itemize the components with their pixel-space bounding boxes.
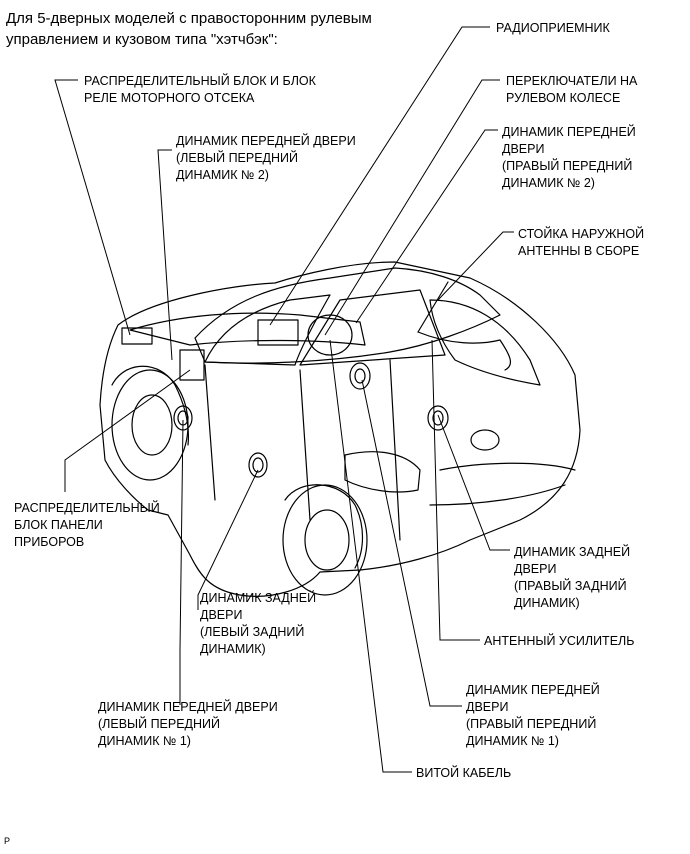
label-front-door-speaker-l1: ДИНАМИК ПЕРЕДНЕЙ ДВЕРИ (ЛЕВЫЙ ПЕРЕДНИЙ Д… — [98, 700, 278, 748]
leader-radio — [269, 26, 490, 326]
leader-antenna-pole — [437, 231, 514, 301]
car-emblem — [470, 429, 500, 451]
rear-left-speaker — [248, 452, 268, 478]
car-rear-window — [429, 299, 541, 386]
car-body-outline — [99, 261, 581, 597]
engine-relay-block — [121, 327, 153, 345]
label-engine-relay-block: РАСПРЕДЕЛИТЕЛЬНЫЙ БЛОК И БЛОК РЕЛЕ МОТОР… — [84, 74, 316, 105]
leader-front-right-speaker-1 — [361, 379, 462, 707]
leader-rear-right-speaker — [437, 414, 510, 551]
label-steering-switches: ПЕРЕКЛЮЧАТЕЛИ НА РУЛЕВОМ КОЛЕСЕ — [506, 74, 638, 105]
front-wheel-arch — [111, 365, 190, 446]
rear-wheel-arch — [284, 484, 364, 569]
leader-front-left-speaker-2 — [157, 149, 173, 361]
leader-antenna-amplifier — [431, 339, 480, 641]
label-instrument-panel-block: РАСПРЕДЕЛИТЕЛЬНЫЙ БЛОК ПАНЕЛИ ПРИБОРОВ — [14, 501, 160, 549]
leader-rear-left-speaker — [197, 469, 259, 610]
leader-steering-switches — [324, 79, 500, 336]
rear-right-speaker — [427, 405, 449, 431]
label-front-door-speaker-r2: ДИНАМИК ПЕРЕДНЕЙ ДВЕРИ (ПРАВЫЙ ПЕРЕДНИЙ … — [502, 125, 636, 190]
car-doors — [204, 359, 401, 541]
leader-lines — [54, 26, 514, 773]
instrument-panel-block — [179, 349, 205, 381]
label-rear-door-speaker-r: ДИНАМИК ЗАДНЕЙ ДВЕРИ (ПРАВЫЙ ЗАДНИЙ ДИНА… — [514, 545, 631, 610]
car-windshield — [204, 294, 331, 366]
car-dashboard — [129, 312, 366, 346]
label-front-door-speaker-l2: ДИНАМИК ПЕРЕДНЕЙ ДВЕРИ (ЛЕВЫЙ ПЕРЕДНИЙ Д… — [176, 134, 356, 182]
label-radio: РАДИОПРИЕМНИК — [496, 21, 610, 35]
front-right-speaker-1 — [349, 362, 371, 390]
car-roof — [194, 267, 501, 364]
leader-front-left-speaker-1 — [179, 419, 184, 705]
car-side-windows — [299, 289, 446, 366]
label-spiral-cable: ВИТОЙ КАБЕЛЬ — [416, 766, 512, 780]
rear-right-speaker-inner — [432, 410, 444, 426]
antenna-pole — [417, 281, 449, 333]
label-antenna-amplifier: АНТЕННЫЙ УСИЛИТЕЛЬ — [484, 634, 635, 648]
leader-front-right-speaker-2 — [355, 129, 498, 324]
steering-wheel — [307, 314, 353, 356]
leader-instrument-panel-block — [64, 369, 191, 492]
label-rear-door-speaker-l: ДИНАМИК ЗАДНЕЙ ДВЕРИ (ЛЕВЫЙ ЗАДНИЙ ДИНАМ… — [200, 591, 317, 656]
front-wheel-hub — [131, 394, 173, 456]
car-rear-bumper — [429, 462, 576, 506]
antenna-cable — [417, 331, 512, 371]
rear-wheel — [282, 484, 368, 596]
label-front-door-speaker-r1: ДИНАМИК ПЕРЕДНЕЙ ДВЕРИ (ПРАВЫЙ ПЕРЕДНИЙ … — [466, 683, 600, 748]
figure-code: P — [4, 836, 11, 846]
front-wheel — [111, 369, 189, 481]
leader-spiral-cable — [329, 339, 412, 773]
radio-unit — [257, 319, 299, 346]
rear-wheel-hub — [304, 509, 350, 571]
diagram-header: Для 5-дверных моделей с правосторонним р… — [6, 10, 372, 48]
leader-engine-relay-block — [54, 79, 131, 336]
front-right-speaker-1-inner — [354, 368, 366, 384]
label-antenna-pole: СТОЙКА НАРУЖНОЙ АНТЕННЫ В СБОРЕ — [518, 227, 645, 258]
car-tail-lights — [344, 451, 421, 493]
rear-left-speaker-inner — [252, 457, 264, 473]
